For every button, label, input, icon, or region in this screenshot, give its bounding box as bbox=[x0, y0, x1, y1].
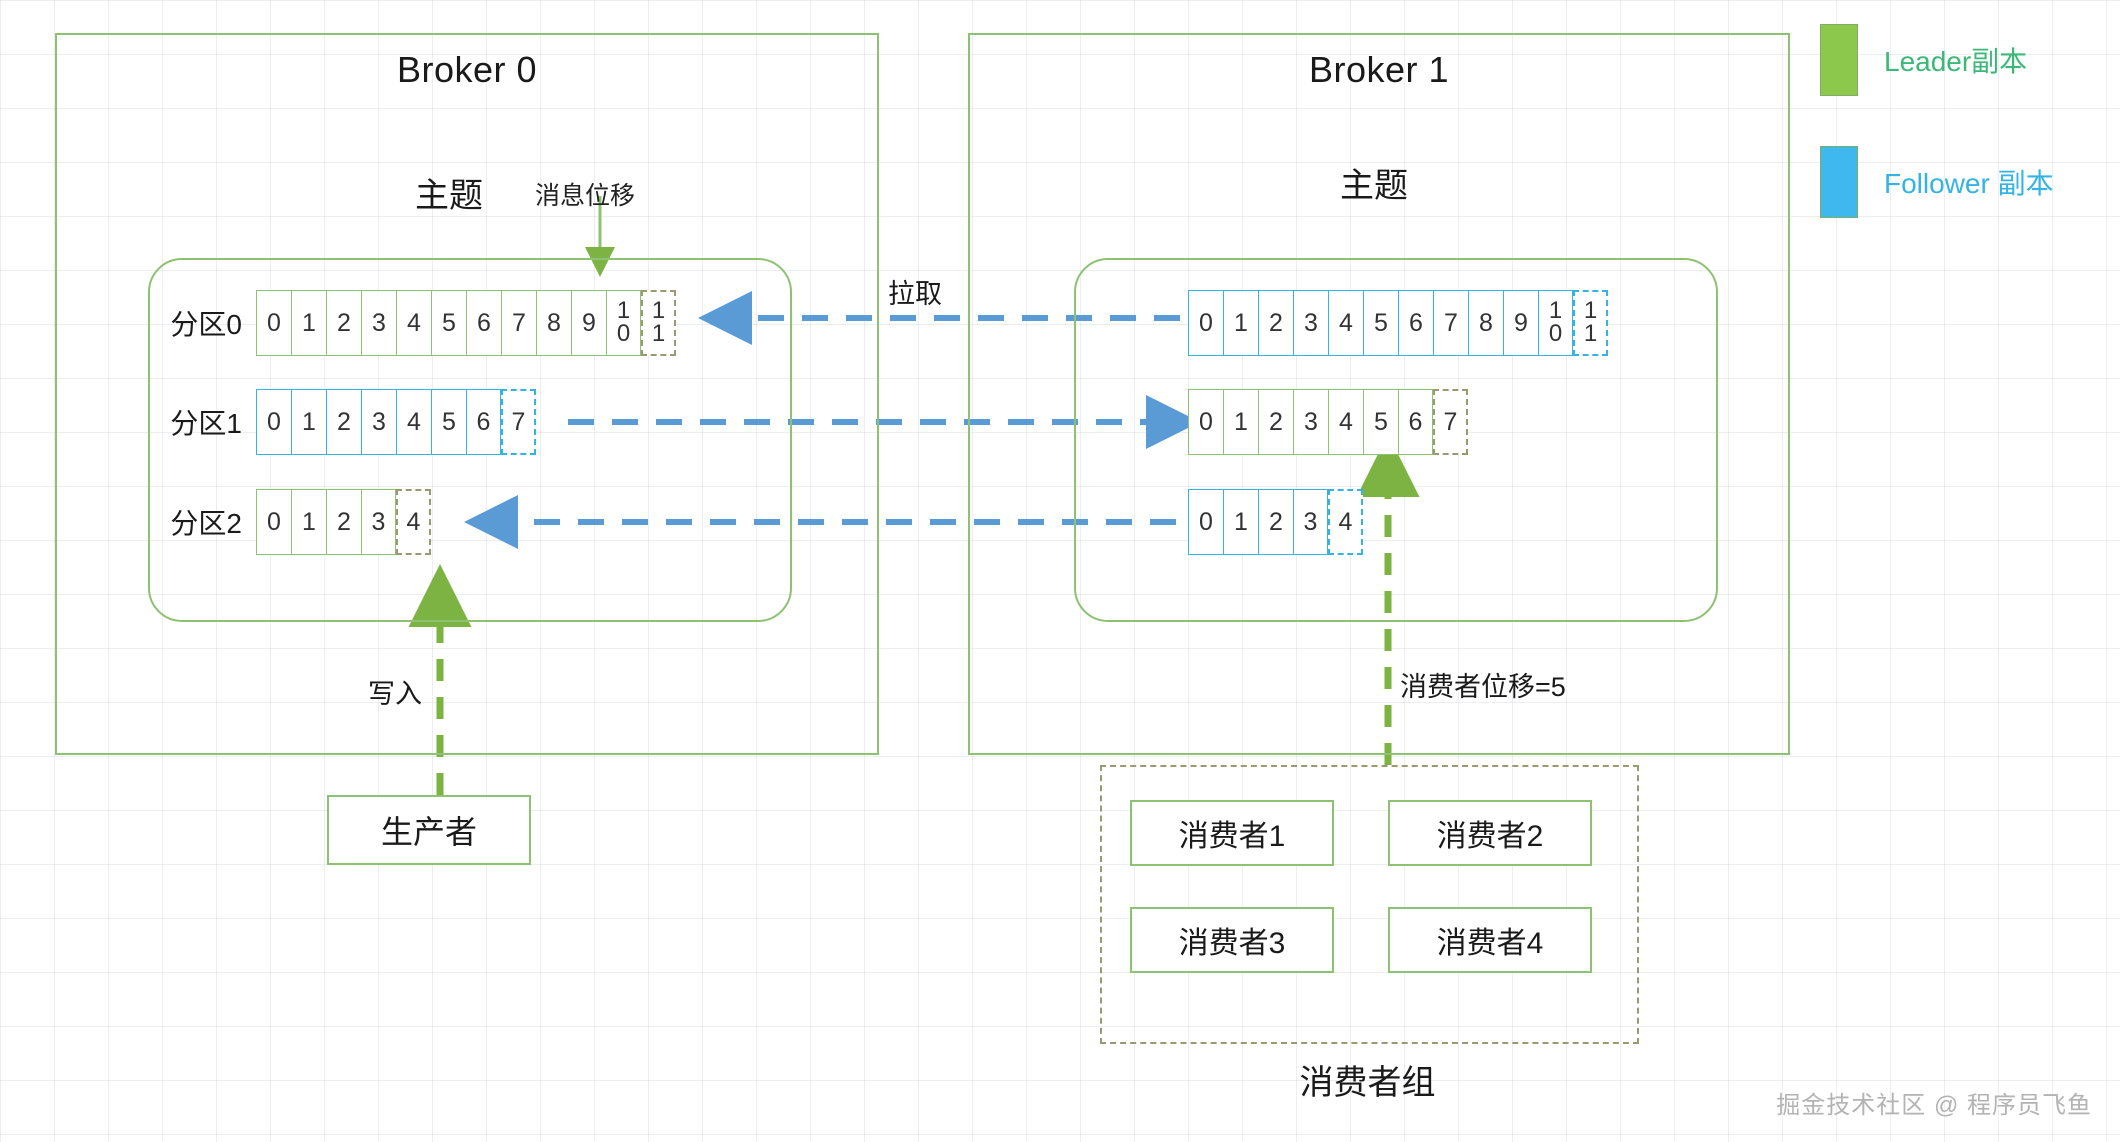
offset-cell: 9 bbox=[1503, 290, 1538, 356]
broker-0-partition-1-cells: 0 1 2 3 4 5 6 bbox=[256, 389, 501, 455]
consumer-group-container bbox=[1100, 765, 1639, 1044]
broker-1-partition-2-row: 0 1 2 3 4 bbox=[1188, 489, 1363, 555]
broker-1-partition-2-cells: 0 1 2 3 bbox=[1188, 489, 1328, 555]
offset-cell: 1 bbox=[291, 290, 326, 356]
broker-0-title: Broker 0 bbox=[396, 49, 538, 90]
offset-cell: 3 bbox=[1293, 389, 1328, 455]
offset-cell: 3 bbox=[361, 290, 396, 356]
offset-cell-pending: 4 bbox=[1328, 489, 1363, 555]
offset-cell: 0 bbox=[1188, 489, 1223, 555]
producer-box: 生产者 bbox=[327, 795, 531, 865]
broker-1-topic-box bbox=[1074, 258, 1718, 622]
consumer-box-1: 消费者1 bbox=[1130, 800, 1334, 866]
offset-cell: 1 bbox=[291, 489, 326, 555]
broker-1-partition-1-cells: 0 1 2 3 4 5 6 bbox=[1188, 389, 1433, 455]
offset-cell: 3 bbox=[361, 489, 396, 555]
legend: Leader副本 Follower 副本 bbox=[1820, 24, 2054, 268]
offset-cell: 5 bbox=[431, 389, 466, 455]
offset-cell: 0 bbox=[256, 290, 291, 356]
offset-cell: 0 bbox=[1188, 290, 1223, 356]
offset-cell: 7 bbox=[501, 290, 536, 356]
offset-cell-pending: 7 bbox=[501, 389, 536, 455]
broker-1-partition-1-row: 0 1 2 3 4 5 6 7 bbox=[1188, 389, 1468, 455]
consumer-group-label: 消费者组 bbox=[1299, 1064, 1436, 1102]
consumer-box-2: 消费者2 bbox=[1388, 800, 1592, 866]
offset-cell: 2 bbox=[326, 290, 361, 356]
offset-cell: 4 bbox=[396, 290, 431, 356]
consumer-box-4: 消费者4 bbox=[1388, 907, 1592, 973]
offset-cell: 7 bbox=[1433, 290, 1468, 356]
broker-0-partition-1-row: 分区1 0 1 2 3 4 5 6 7 bbox=[148, 389, 536, 455]
offset-cell: 0 bbox=[256, 389, 291, 455]
offset-cell: 2 bbox=[326, 489, 361, 555]
legend-item-follower: Follower 副本 bbox=[1820, 146, 2054, 218]
message-offset-label: 消息位移 bbox=[535, 182, 636, 210]
offset-cell: 2 bbox=[326, 389, 361, 455]
offset-cell: 1 bbox=[1223, 489, 1258, 555]
offset-cell: 4 bbox=[1328, 290, 1363, 356]
offset-cell: 0 bbox=[256, 489, 291, 555]
broker-1-container: Broker 1 bbox=[968, 33, 1790, 755]
offset-cell: 3 bbox=[1293, 290, 1328, 356]
broker-0-partition-1-label: 分区1 bbox=[170, 408, 242, 439]
offset-cell: 8 bbox=[536, 290, 571, 356]
broker-0-container: Broker 0 bbox=[55, 33, 879, 755]
broker-1-topic-label: 主题 bbox=[1340, 167, 1408, 205]
offset-cell: 2 bbox=[1258, 489, 1293, 555]
broker-0-partition-2-label: 分区2 bbox=[170, 508, 242, 539]
legend-item-leader: Leader副本 bbox=[1820, 24, 2054, 96]
offset-cell: 1 bbox=[1223, 389, 1258, 455]
offset-cell: 4 bbox=[396, 389, 431, 455]
offset-cell-pending: 4 bbox=[396, 489, 431, 555]
broker-0-topic-label: 主题 bbox=[415, 177, 483, 215]
consumer-box-3: 消费者3 bbox=[1130, 907, 1334, 973]
broker-0-partition-2-row: 分区2 0 1 2 3 4 bbox=[148, 489, 431, 555]
offset-cell: 3 bbox=[361, 389, 396, 455]
broker-0-partition-2-cells: 0 1 2 3 bbox=[256, 489, 396, 555]
broker-1-title: Broker 1 bbox=[1308, 49, 1450, 90]
offset-cell: 6 bbox=[1398, 290, 1433, 356]
offset-cell: 3 bbox=[1293, 489, 1328, 555]
legend-swatch-follower bbox=[1820, 146, 1858, 218]
offset-cell: 9 bbox=[571, 290, 606, 356]
offset-cell: 1 bbox=[291, 389, 326, 455]
offset-cell: 2 bbox=[1258, 389, 1293, 455]
offset-cell: 4 bbox=[1328, 389, 1363, 455]
watermark: 掘金技术社区 @ 程序员飞鱼 bbox=[1776, 1092, 2092, 1119]
offset-cell: 5 bbox=[431, 290, 466, 356]
legend-label-follower: Follower 副本 bbox=[1884, 168, 2054, 199]
pull-label: 拉取 bbox=[888, 279, 942, 309]
offset-cell: 0 bbox=[1188, 389, 1223, 455]
offset-cell: 6 bbox=[466, 389, 501, 455]
offset-cell: 5 bbox=[1363, 389, 1398, 455]
legend-label-leader: Leader副本 bbox=[1884, 46, 2028, 77]
write-label: 写入 bbox=[368, 679, 422, 709]
offset-cell: 6 bbox=[466, 290, 501, 356]
offset-cell: 8 bbox=[1468, 290, 1503, 356]
legend-swatch-leader bbox=[1820, 24, 1858, 96]
consumer-offset-label: 消费者位移=5 bbox=[1400, 672, 1566, 702]
offset-cell: 1 bbox=[1223, 290, 1258, 356]
offset-cell: 2 bbox=[1258, 290, 1293, 356]
offset-cell: 5 bbox=[1363, 290, 1398, 356]
offset-cell: 6 bbox=[1398, 389, 1433, 455]
offset-cell-pending: 7 bbox=[1433, 389, 1468, 455]
broker-0-partition-0-label: 分区0 bbox=[170, 309, 242, 340]
